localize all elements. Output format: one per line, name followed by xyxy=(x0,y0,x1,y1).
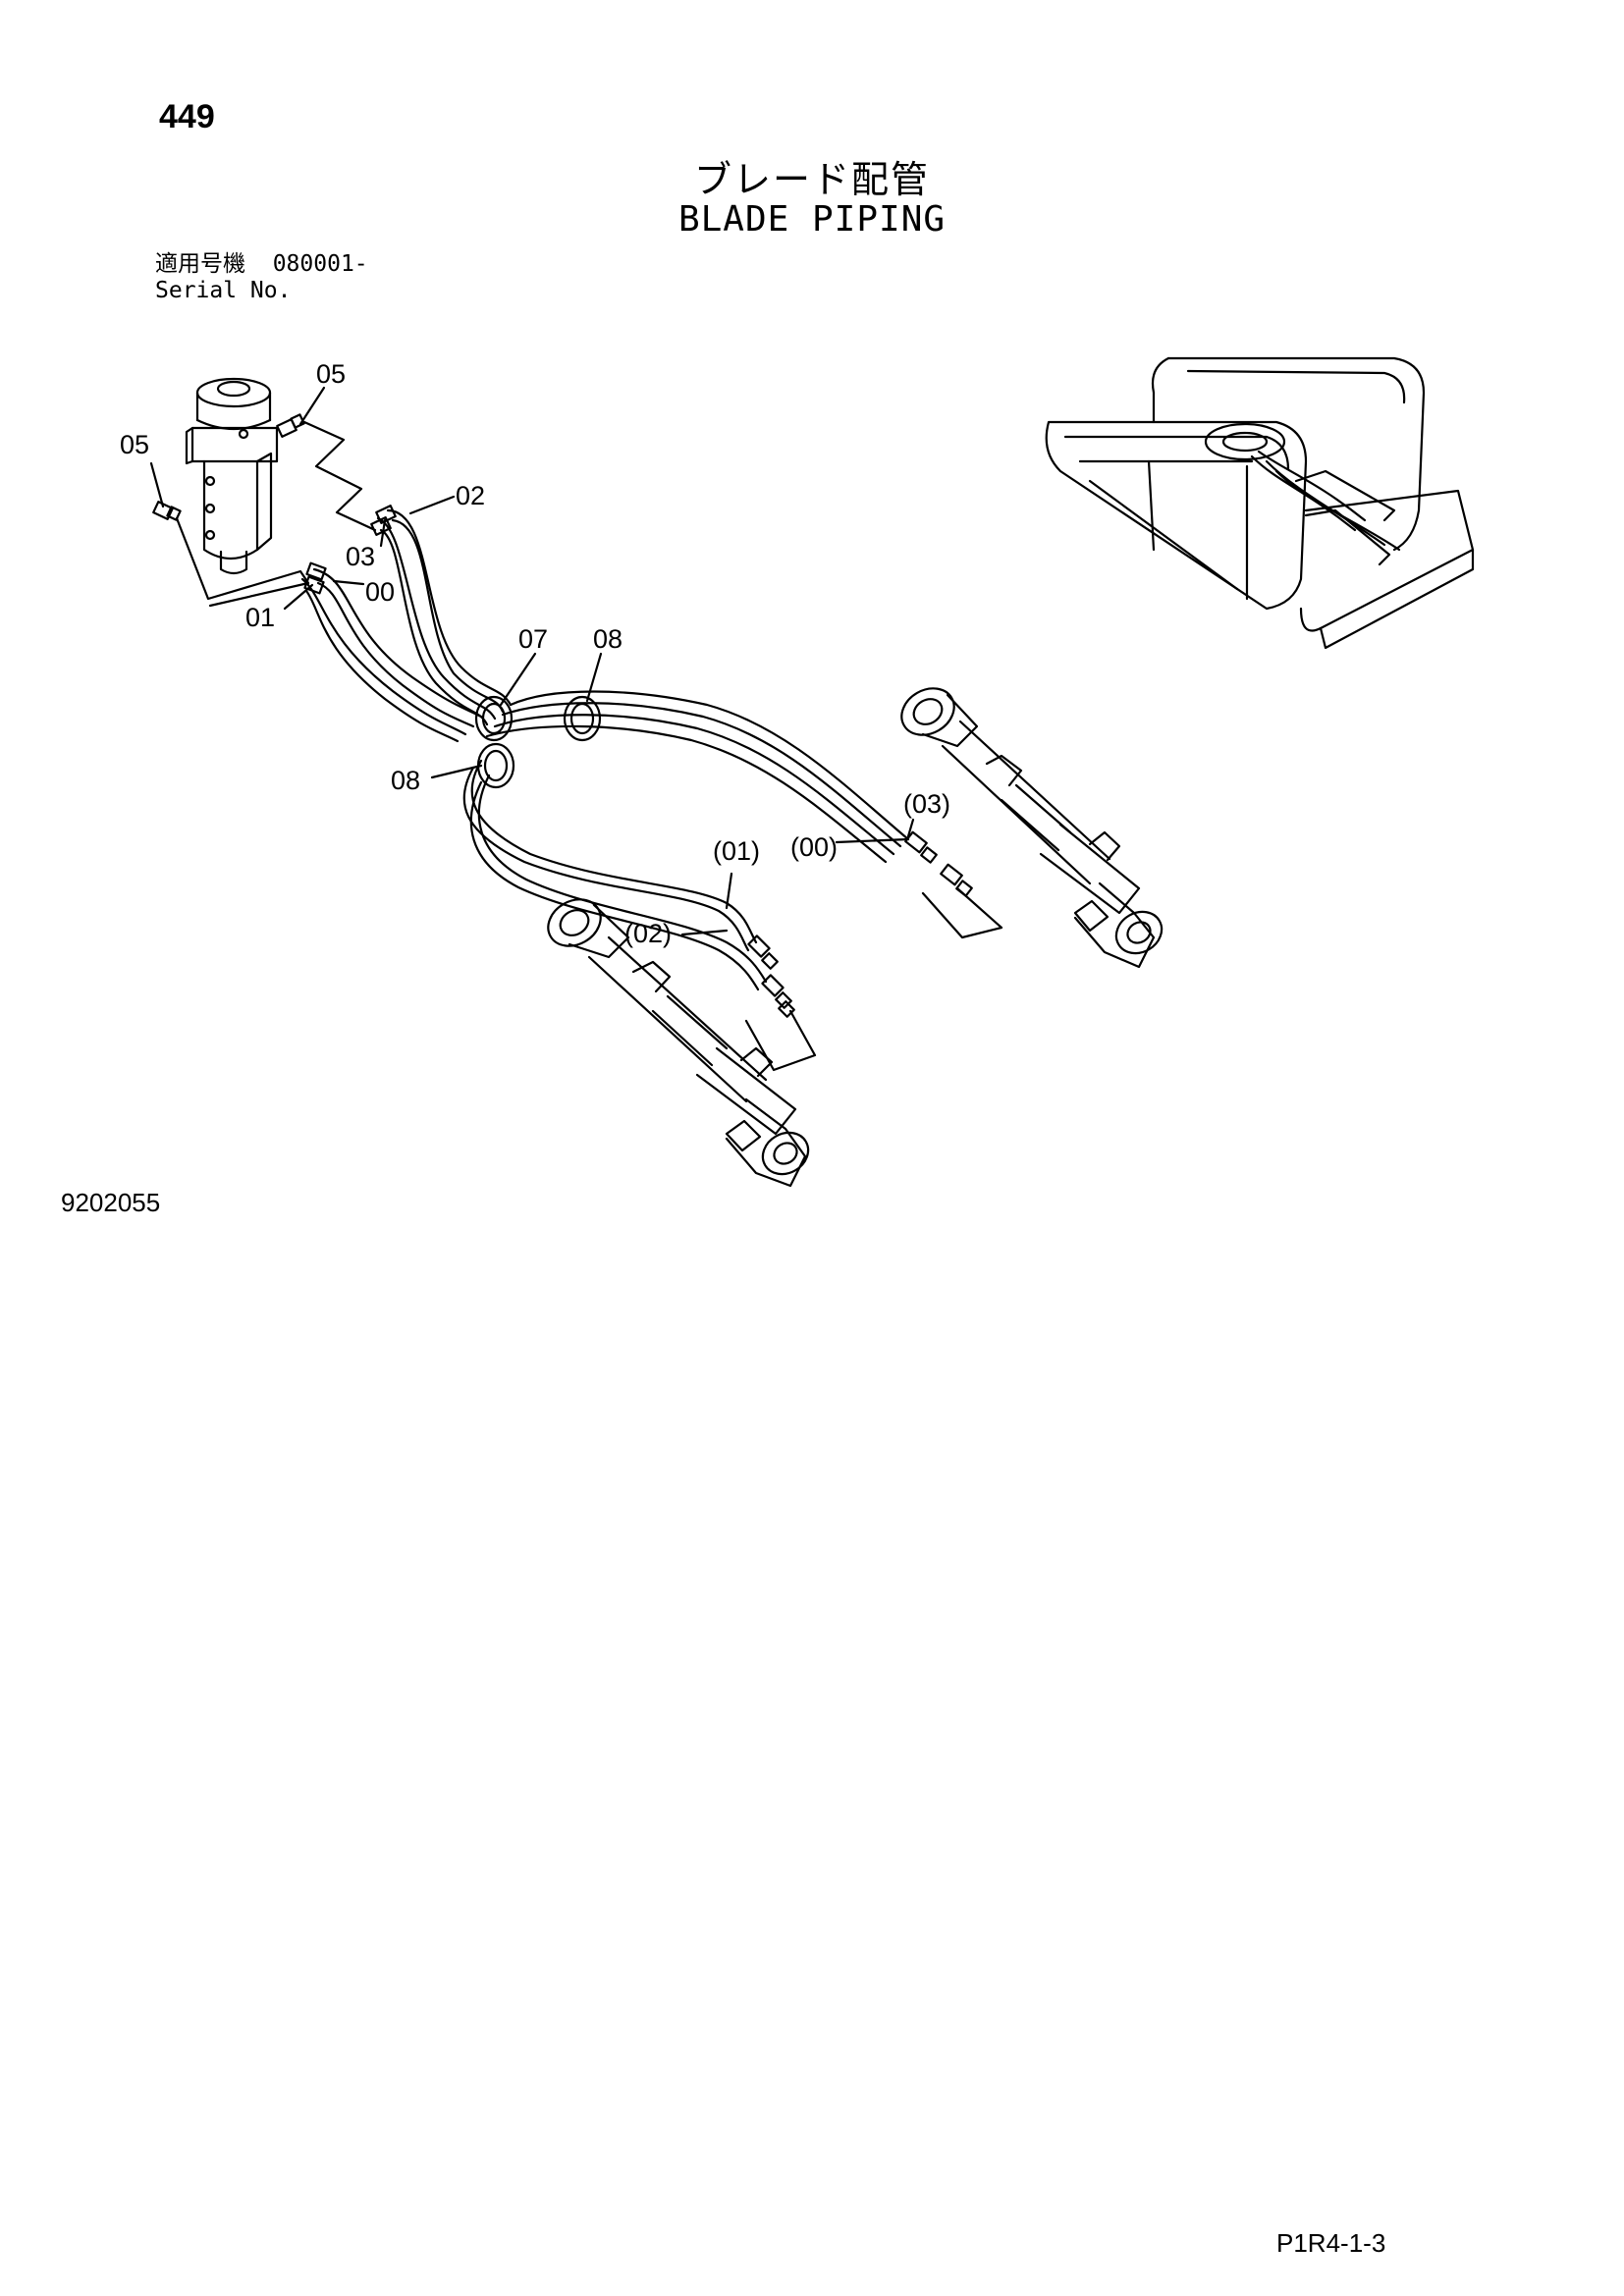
clamp-07 xyxy=(474,695,514,742)
guide-line-05-top xyxy=(302,420,377,532)
fitting-05-left xyxy=(152,501,182,521)
serial-value: 080001- xyxy=(272,251,368,277)
hoses-to-right-cylinder xyxy=(485,690,973,897)
callout-01-paren: (01) xyxy=(713,836,760,866)
title-english: BLADE PIPING xyxy=(677,199,947,240)
leader-lines xyxy=(149,386,915,936)
serial-label-en: Serial No. xyxy=(155,278,292,303)
blade-piping-diagram: 05 05 02 03 00 01 07 08 08 (03) (01) (00… xyxy=(120,356,1475,1188)
callout-00: 00 xyxy=(365,577,395,607)
guide-line-left-ports xyxy=(744,1009,817,1072)
callout-08-top: 08 xyxy=(593,624,623,654)
callout-02-paren: (02) xyxy=(624,919,672,948)
serial-number-block: 適用号機 080001- Serial No. xyxy=(155,251,368,304)
hoses-to-left-cylinder xyxy=(462,759,795,1018)
clamp-08-left xyxy=(476,742,515,789)
page-reference: P1R4-1-3 xyxy=(1276,2228,1386,2258)
lower-hose-pair xyxy=(300,561,483,743)
callout-05-left: 05 xyxy=(120,430,149,459)
page-number: 449 xyxy=(159,98,215,135)
figure-code: 9202055 xyxy=(61,1188,161,1217)
undercarriage-overview xyxy=(1045,356,1475,650)
title-japanese: ブレード配管 xyxy=(693,158,930,201)
callout-02: 02 xyxy=(456,481,485,510)
left-blade-cylinder xyxy=(547,898,810,1188)
callout-01: 01 xyxy=(245,603,275,632)
callout-05-top: 05 xyxy=(316,359,346,389)
fitting-05-top xyxy=(276,413,305,438)
serial-row-jp: 適用号機 080001- xyxy=(155,251,368,278)
callout-03: 03 xyxy=(346,542,375,571)
serial-label-jp: 適用号機 xyxy=(155,251,245,277)
callout-03-paren: (03) xyxy=(903,789,950,819)
callout-07: 07 xyxy=(518,624,548,654)
guide-line-right-ports xyxy=(921,886,1003,939)
callout-08-left: 08 xyxy=(391,766,420,795)
center-joint xyxy=(185,377,279,575)
guide-line-05-left xyxy=(175,516,310,608)
callout-00-paren: (00) xyxy=(790,832,838,862)
right-blade-cylinder xyxy=(900,687,1164,969)
